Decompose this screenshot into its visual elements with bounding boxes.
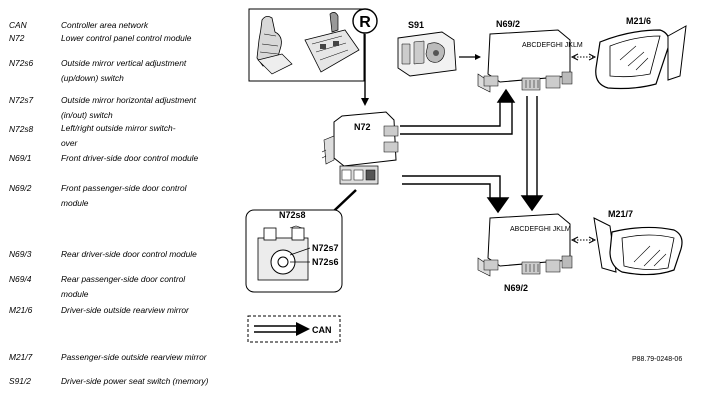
legend-desc: Left/right outside mirror switch-over: [61, 123, 176, 148]
legend-code: N69/1: [9, 153, 32, 163]
legend-code: N72s8: [9, 124, 34, 134]
legend-code: N69/2: [9, 183, 32, 193]
legend-code: N69/4: [9, 274, 32, 284]
label-n72s6: N72s6: [312, 257, 339, 267]
legend-desc: Rear driver-side door control module: [61, 249, 197, 259]
module-stamp-bottom: ABCDEFGHI JKLM: [510, 226, 571, 233]
r-symbol-circle: [352, 8, 378, 34]
legend-desc: Outside mirror horizontal adjustment (in…: [61, 95, 196, 120]
n69-2-top-module: ABCDEFGHI JKLM: [477, 29, 583, 93]
legend-code: S91/2: [9, 376, 31, 386]
center-console-illustration: R: [248, 8, 378, 82]
label-m21-7: M21/7: [608, 209, 633, 219]
legend-desc: Controller area network: [61, 20, 149, 30]
legend-desc: Driver-side outside rearview mirror: [61, 305, 189, 315]
r-symbol: R: [359, 14, 371, 31]
module-stamp-top: ABCDEFGHI JKLM: [522, 42, 583, 49]
legend-desc: Outside mirror vertical adjustment (up/d…: [61, 58, 187, 83]
legend-desc: Rear passenger-side door control module: [61, 274, 186, 299]
n72-module: [321, 111, 399, 185]
label-m21-6: M21/6: [626, 16, 651, 26]
legend-desc: Passenger-side outside rearview mirror: [61, 352, 207, 362]
can-bus-lines: [400, 88, 544, 214]
label-n69-2-bottom: N69/2: [504, 283, 528, 293]
legend-code: M21/6: [9, 305, 33, 315]
n72s8-detail: [245, 209, 343, 293]
label-n72s7: N72s7: [312, 243, 339, 253]
legend-code: N72s6: [9, 58, 34, 68]
legend-code: N69/3: [9, 249, 32, 259]
figure-reference: P88.79-0248-06: [632, 356, 682, 363]
legend-code: M21/7: [9, 352, 33, 362]
can-legend-box: [247, 315, 341, 343]
legend-desc: Lower control panel control module: [61, 33, 192, 43]
label-can: CAN: [312, 325, 332, 335]
legend-code: N72s7: [9, 95, 34, 105]
n69-2-bottom-module: ABCDEFGHI JKLM: [477, 213, 573, 277]
legend-desc: Front passenger-side door control module: [61, 183, 187, 208]
s91-seat-switch: [397, 31, 457, 77]
m21-7-mirror: [593, 217, 683, 276]
label-n72s8: N72s8: [279, 210, 306, 220]
legend-desc: Driver-side power seat switch (memory): [61, 376, 209, 386]
legend-code: CAN: [9, 20, 27, 30]
label-n72: N72: [354, 122, 371, 132]
label-s91: S91: [408, 20, 424, 30]
legend-code: N72: [9, 33, 25, 43]
m21-6-mirror: [595, 25, 687, 90]
legend-desc: Front driver-side door control module: [61, 153, 199, 163]
label-n69-2-top: N69/2: [496, 19, 520, 29]
